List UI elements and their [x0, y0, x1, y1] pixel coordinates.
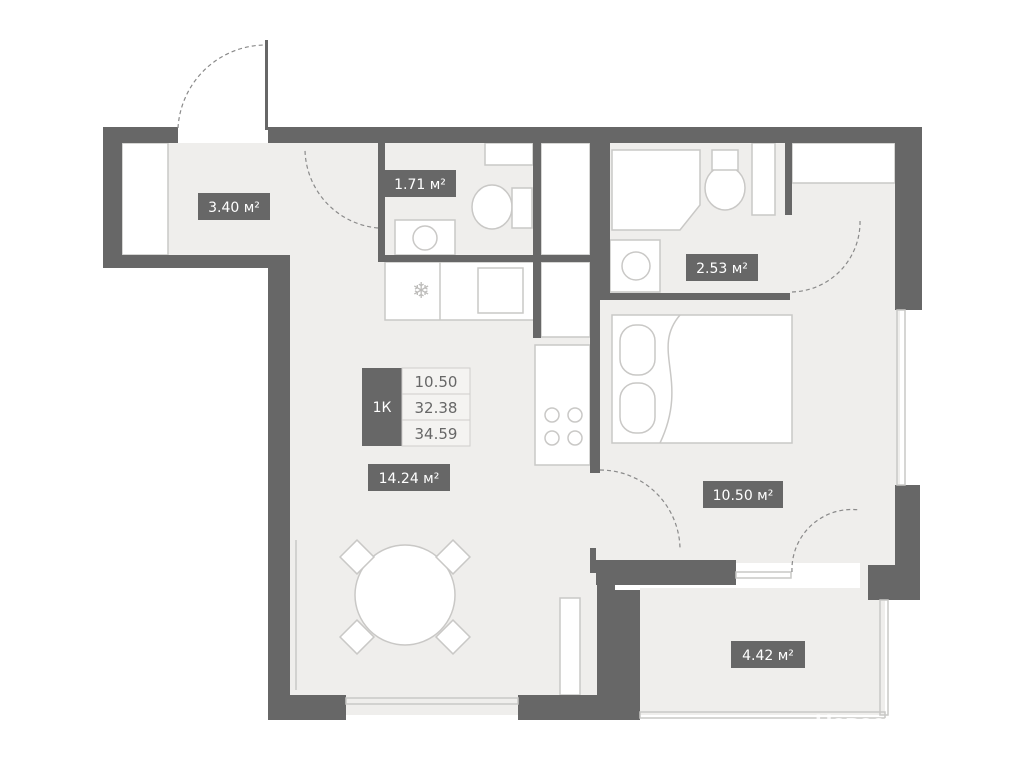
- apartment-summary: 1К 10.50 32.38 34.59: [362, 367, 471, 447]
- bedroom-area: 10.50 м²: [713, 488, 774, 504]
- room-labels: 3.40 м² 1.71 м² 2.53 м² 14.24 м² 10.50 м…: [198, 170, 805, 668]
- balcony-area: 4.42 м²: [742, 648, 794, 664]
- fixtures: ❄: [121, 142, 896, 696]
- apartment-type: 1К: [373, 400, 392, 416]
- walls: [103, 40, 922, 720]
- kitchen-living-area: 14.24 м²: [379, 471, 440, 487]
- hallway-area: 3.40 м²: [208, 200, 260, 216]
- bathroom-small-area: 1.71 м²: [394, 177, 446, 193]
- freezer-icon: ❄: [412, 279, 430, 304]
- living-area: 10.50: [415, 373, 458, 391]
- total-area: 32.38: [415, 399, 458, 417]
- total-area-with-balcony: 34.59: [415, 425, 458, 443]
- doors: [177, 44, 861, 573]
- watermark: Новострой-СПб: [815, 710, 990, 737]
- bathroom-area: 2.53 м²: [696, 261, 748, 277]
